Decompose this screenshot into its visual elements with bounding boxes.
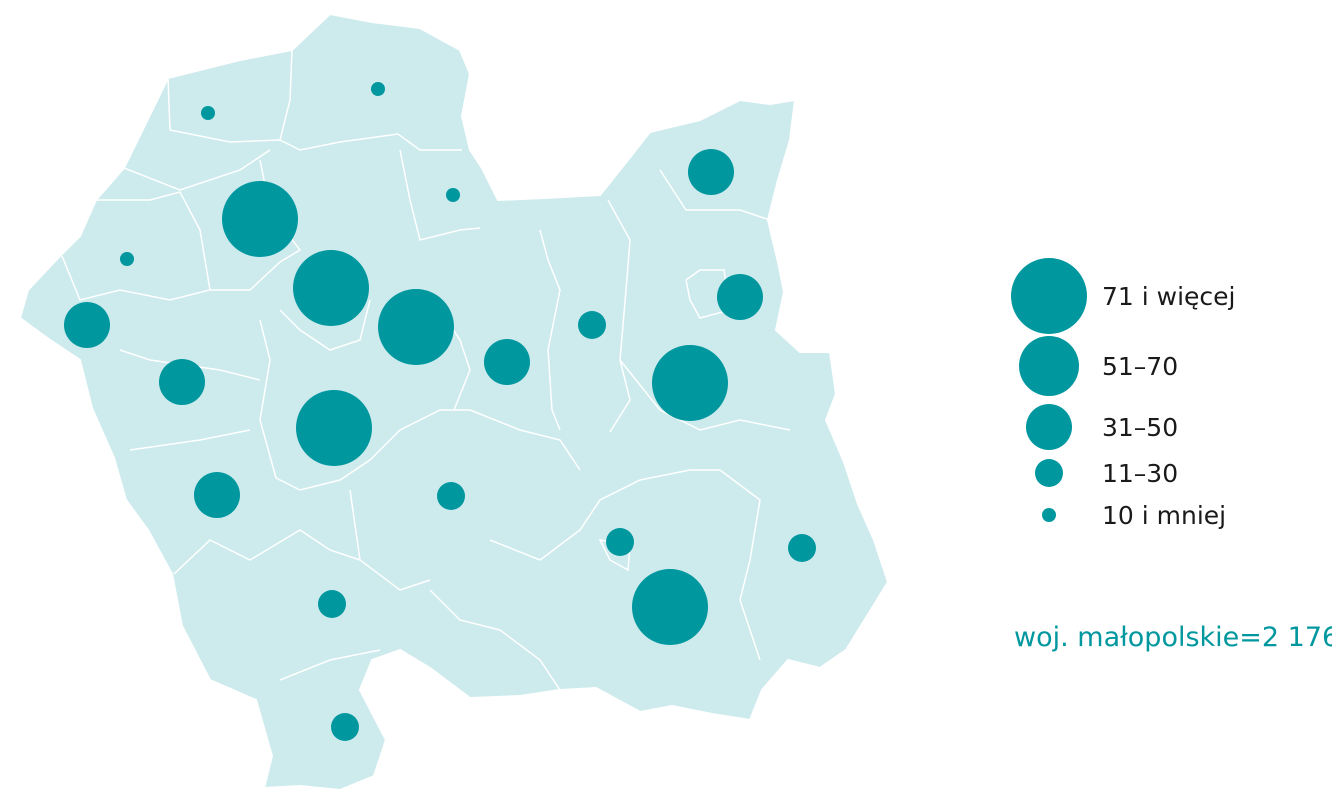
county-symbol xyxy=(606,528,634,556)
legend-item: 71 i więcej xyxy=(1011,258,1236,334)
county-symbol xyxy=(717,274,763,320)
legend-symbol xyxy=(1011,258,1087,334)
legend-item: 11–30 xyxy=(1035,459,1178,488)
county-symbol xyxy=(222,181,298,257)
legend-symbol xyxy=(1026,404,1072,450)
legend-symbol xyxy=(1042,508,1056,522)
county-symbol xyxy=(652,345,728,421)
malopolskie-voivodeship-outline xyxy=(18,12,890,792)
legend-symbol xyxy=(1019,336,1079,396)
county-symbol xyxy=(484,339,530,385)
county-symbol xyxy=(788,534,816,562)
county-symbol xyxy=(201,106,215,120)
county-symbol xyxy=(318,590,346,618)
county-symbol xyxy=(371,82,385,96)
county-symbol xyxy=(437,482,465,510)
legend-label: 71 i więcej xyxy=(1102,282,1236,311)
county-symbol xyxy=(296,390,372,466)
county-symbol xyxy=(331,713,359,741)
legend-item: 31–50 xyxy=(1026,404,1178,450)
voivodeship-total: woj. małopolskie=2 176 xyxy=(1014,622,1332,653)
legend: 71 i więcej 51–70 31–50 11–30 10 i mniej xyxy=(1011,258,1236,530)
county-symbol xyxy=(120,252,134,266)
county-symbol xyxy=(194,472,240,518)
county-symbol xyxy=(64,302,110,348)
county-symbol xyxy=(159,359,205,405)
county-symbol xyxy=(446,188,460,202)
county-symbols xyxy=(64,82,816,741)
legend-label: 51–70 xyxy=(1102,352,1178,381)
legend-label: 10 i mniej xyxy=(1102,501,1226,530)
legend-symbol xyxy=(1035,459,1063,487)
county-symbol xyxy=(378,289,454,365)
legend-label: 31–50 xyxy=(1102,413,1178,442)
legend-item: 10 i mniej xyxy=(1042,501,1226,530)
county-symbol xyxy=(632,569,708,645)
legend-item: 51–70 xyxy=(1019,336,1178,396)
county-symbol xyxy=(688,149,734,195)
legend-label: 11–30 xyxy=(1102,459,1178,488)
county-symbol xyxy=(293,250,369,326)
county-symbol xyxy=(578,311,606,339)
